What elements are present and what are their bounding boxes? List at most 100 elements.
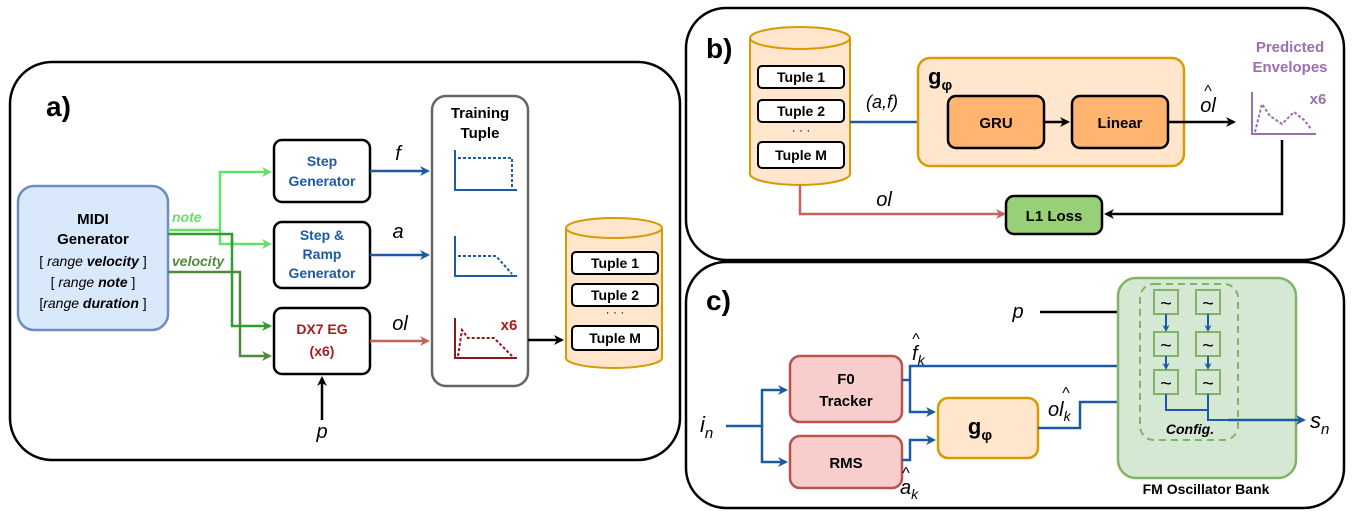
panel-c: c) p in F0 Tracker RMS ^ fk ^ ak φgφ ^ o… xyxy=(684,260,1346,510)
db-b-dots: · · · xyxy=(792,123,811,137)
panel-c-label: c) xyxy=(706,285,731,316)
x6-label-a: x6 xyxy=(501,317,518,334)
db-b-tuple1: Tuple 1 xyxy=(777,69,825,85)
ol-hat-to-fm-arrow xyxy=(1038,397,1134,430)
input-to-f0-arrow xyxy=(726,385,788,428)
step-generator-line2: Generator xyxy=(289,173,356,189)
midi-line-velocity: [ range velocity ] xyxy=(39,253,146,269)
panel-b: b) Tuple 1 Tuple 2 · · · Tuple M (a,f) g… xyxy=(684,6,1346,262)
pred-to-loss-arrow xyxy=(1104,140,1284,219)
a-hat-label: ak xyxy=(900,477,919,502)
p-label-a: p xyxy=(315,421,327,443)
step-ramp-line2: Ramp xyxy=(303,246,342,262)
f0-line2: Tracker xyxy=(819,393,873,410)
output-label: sn xyxy=(1310,408,1329,438)
rms-label: RMS xyxy=(829,455,862,472)
osc-3-1-box xyxy=(1153,369,1179,395)
db-b-tuple2-box xyxy=(757,99,845,123)
velocity-arrow-dx7 xyxy=(168,270,272,361)
osc-2-1-box xyxy=(1153,331,1179,357)
training-tuple-line2: Tuple xyxy=(461,125,500,142)
osc-out-line xyxy=(1207,394,1228,421)
training-tuple-line1: Training xyxy=(451,105,509,122)
f-hat-to-g-arrow xyxy=(908,380,936,417)
a-label: a xyxy=(392,221,403,243)
note-label: note xyxy=(172,209,202,225)
note-arrow-step xyxy=(168,167,272,232)
ol-hat-caret-c: ^ xyxy=(1062,385,1070,402)
rms-box xyxy=(788,434,904,490)
a-hat-to-g-arrow xyxy=(902,435,936,462)
db-a-tupleM-box xyxy=(571,325,659,351)
osc-2-2-box xyxy=(1195,331,1221,357)
linear-label: Linear xyxy=(1097,115,1142,132)
af-label: (a,f) xyxy=(866,92,898,112)
f-hat-caret: ^ xyxy=(912,331,920,348)
l1-loss-label: L1 Loss xyxy=(1026,208,1083,225)
db-b-tuple2: Tuple 2 xyxy=(777,103,825,119)
osc-3-1-icon: ~ xyxy=(1160,373,1172,395)
osc-1-2-box xyxy=(1195,289,1221,315)
f-hat-to-fm-arrow xyxy=(902,361,1134,382)
step-generator-box xyxy=(272,138,372,204)
osc-1-1-icon: ~ xyxy=(1160,293,1172,315)
osc-1-2-icon: ~ xyxy=(1202,293,1214,315)
midi-line-note: [ range note ] xyxy=(51,274,136,290)
ol-label-b: ol xyxy=(876,189,892,211)
dx7-line2: (x6) xyxy=(310,343,335,359)
panel-a-label: a) xyxy=(46,91,71,122)
oscillator-grid: ~ ~ ~ ~ ~ ~ xyxy=(1153,289,1228,421)
db-a-tuple2-box xyxy=(571,283,659,307)
panel-b-label: b) xyxy=(706,33,732,64)
f-hat-label: fk xyxy=(912,343,926,368)
velocity-label: velocity xyxy=(172,253,225,269)
input-label: in xyxy=(700,412,713,442)
dx7-line1: DX7 EG xyxy=(296,321,347,337)
ol-hat-label-b: ol xyxy=(1200,95,1216,117)
osc-3-2-icon: ~ xyxy=(1202,373,1214,395)
db-b-tupleM-box xyxy=(757,141,845,169)
midi-title-1: MIDI xyxy=(77,211,109,228)
midi-title-2: Generator xyxy=(57,231,129,248)
ol-hat-label-c: olk xyxy=(1048,399,1072,424)
osc-sum-line xyxy=(1165,394,1208,411)
config-label: Config. xyxy=(1166,421,1214,437)
step-generator-line1: Step xyxy=(307,153,337,169)
ol-to-loss-arrow xyxy=(798,186,1006,219)
x6-label-b: x6 xyxy=(1310,91,1327,108)
l1-loss-box xyxy=(1004,194,1104,236)
input-to-rms-arrow xyxy=(760,426,788,467)
step-ramp-line1: Step & xyxy=(300,227,344,243)
ol-envelope-icon xyxy=(454,318,517,359)
gru-label: GRU xyxy=(979,115,1012,132)
step-ramp-line3: Generator xyxy=(289,265,356,281)
f0-line1: F0 xyxy=(837,371,855,388)
ol-hat-caret-b: ^ xyxy=(1204,83,1212,100)
predicted-envelope-icon xyxy=(1251,92,1316,135)
f0-tracker-box xyxy=(788,354,904,424)
config-dashed-region xyxy=(1139,283,1239,441)
dx7-eg-box xyxy=(272,306,372,376)
midi-line-duration: [range duration ] xyxy=(39,295,146,311)
fm-bank-label: FM Oscillator Bank xyxy=(1143,481,1270,497)
db-b-tuple1-box xyxy=(757,65,845,89)
a-hat-caret: ^ xyxy=(902,465,910,482)
osc-1-1-box xyxy=(1153,289,1179,315)
predicted-line2: Envelopes xyxy=(1252,59,1327,76)
predicted-line1: Predicted xyxy=(1256,39,1324,56)
f-label: f xyxy=(395,143,403,165)
osc-2-2-icon: ~ xyxy=(1202,335,1214,357)
db-a-tuple1: Tuple 1 xyxy=(591,255,639,271)
db-a-tupleM: Tuple M xyxy=(589,330,641,346)
db-a-dots: · · · xyxy=(606,305,625,319)
a-envelope-icon xyxy=(454,236,517,277)
db-a-tuple2: Tuple 2 xyxy=(591,287,639,303)
midi-generator-box xyxy=(16,184,170,332)
f-envelope-icon xyxy=(454,150,517,191)
osc-2-1-icon: ~ xyxy=(1160,335,1172,357)
db-b-tupleM: Tuple M xyxy=(775,147,827,163)
p-label-c: p xyxy=(1011,301,1023,323)
velocity-arrow-ramp xyxy=(168,232,272,331)
